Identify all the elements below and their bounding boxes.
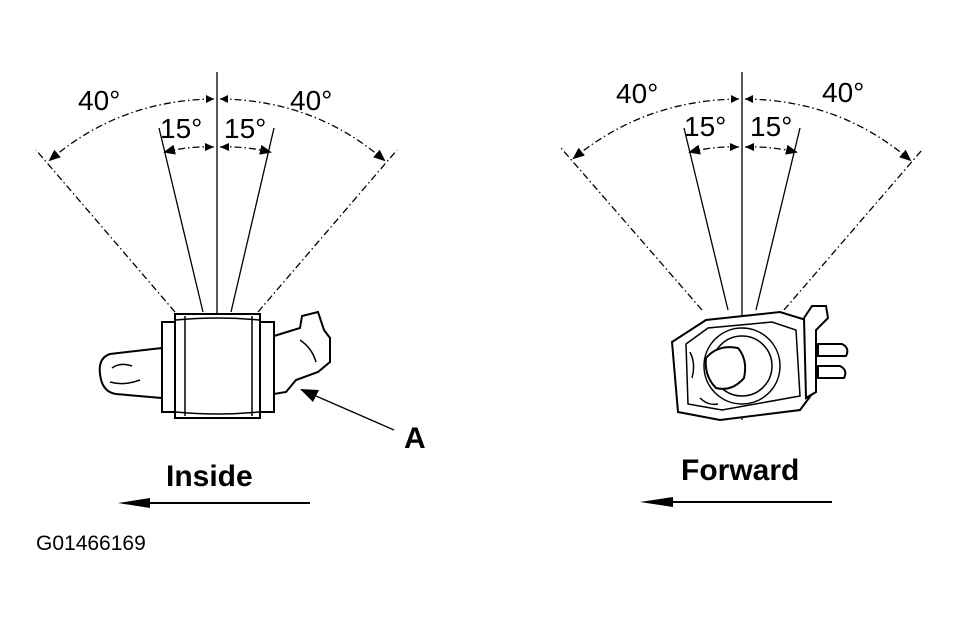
left-inner-angle-right-label: 15° xyxy=(224,113,266,144)
callout-a xyxy=(300,389,395,431)
right-outer-angle-right-label: 40° xyxy=(822,77,864,108)
left-view: 40° 40° 15° 15° A Inside xyxy=(35,72,426,508)
left-inner-angle-arcs xyxy=(163,143,272,155)
right-inner-angle-left-label: 15° xyxy=(684,111,726,142)
left-outer-angle-left-label: 40° xyxy=(78,85,120,116)
left-outer-angle-right-label: 40° xyxy=(290,85,332,116)
right-outer-angle-arcs xyxy=(572,95,912,162)
callout-a-label: A xyxy=(404,422,426,455)
left-inner-angle-left-label: 15° xyxy=(160,113,202,144)
right-inner-angle-right-label: 15° xyxy=(750,111,792,142)
right-inner-angle-arcs xyxy=(688,143,798,155)
left-direction-arrow xyxy=(118,498,310,508)
right-part-drawing xyxy=(670,305,849,422)
right-direction-label: Forward xyxy=(681,454,799,487)
left-outer-angle-arcs xyxy=(48,95,386,162)
right-view: 40° 40° 15° 15° Forward xyxy=(560,72,923,507)
left-direction-label: Inside xyxy=(166,460,253,493)
right-direction-arrow xyxy=(640,497,832,507)
right-outer-angle-left-label: 40° xyxy=(616,78,658,109)
left-part-drawing xyxy=(98,310,331,419)
figure-id: G01466169 xyxy=(36,532,146,555)
